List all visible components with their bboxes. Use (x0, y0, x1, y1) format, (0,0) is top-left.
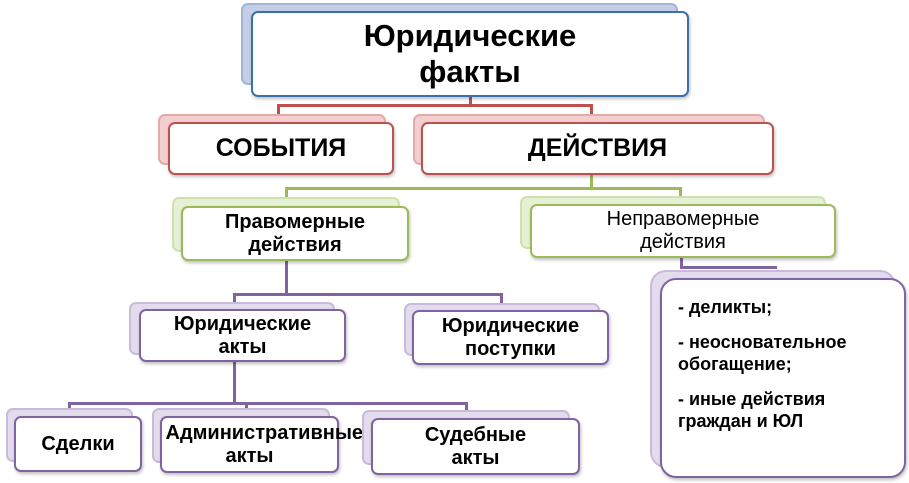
connector-level1-bar (277, 104, 593, 107)
legal-acts-box: Юридические акты (139, 309, 346, 362)
court-acts-box: Судебные акты (371, 418, 580, 475)
connector-legal-deeds (500, 293, 503, 309)
list-item: - деликты; (678, 297, 773, 317)
list-item: - иные действия граждан и ЮЛ (678, 388, 826, 432)
connector-lawful-down (285, 260, 288, 295)
connector-root (469, 96, 472, 106)
admin-acts-label: Административные акты (165, 421, 364, 467)
connector-unlawful-list-bar (680, 266, 777, 269)
connector-actions-down (590, 174, 593, 190)
lawful-label: Правомерные действия (224, 210, 366, 256)
root-label: Юридические факты (363, 18, 577, 89)
events-label: СОБЫТИЯ (215, 134, 347, 163)
connector-unlawful-list (680, 258, 683, 268)
list-item: - неосновательное обогащение; (678, 331, 847, 375)
transactions-box: Сделки (14, 416, 142, 472)
events-box: СОБЫТИЯ (168, 122, 394, 175)
connector-level4-bar (68, 402, 468, 405)
actions-label: ДЕЙСТВИЯ (527, 134, 668, 163)
legal-deeds-box: Юридические поступки (412, 310, 609, 365)
admin-acts-box: Административные акты (160, 416, 364, 473)
unlawful-label: Неправомерные действия (606, 208, 760, 253)
connector-level2-bar (285, 187, 682, 190)
connector-legal-acts-down (233, 362, 236, 404)
connector-legal-acts (233, 293, 236, 309)
unlawful-list-box: - деликты; - неосновательное обогащение;… (660, 278, 906, 478)
root-box: Юридические факты (251, 11, 689, 97)
legal-deeds-label: Юридические поступки (441, 314, 580, 360)
actions-box: ДЕЙСТВИЯ (421, 122, 774, 175)
unlawful-box: Неправомерные действия (530, 204, 836, 258)
connector-lawful (285, 187, 288, 205)
lawful-box: Правомерные действия (181, 206, 409, 261)
court-acts-label: Судебные акты (424, 423, 527, 469)
connector-court-acts (465, 402, 468, 414)
legal-acts-label: Юридические акты (173, 312, 312, 358)
connector-level3-bar (233, 293, 503, 296)
transactions-label: Сделки (41, 432, 115, 455)
